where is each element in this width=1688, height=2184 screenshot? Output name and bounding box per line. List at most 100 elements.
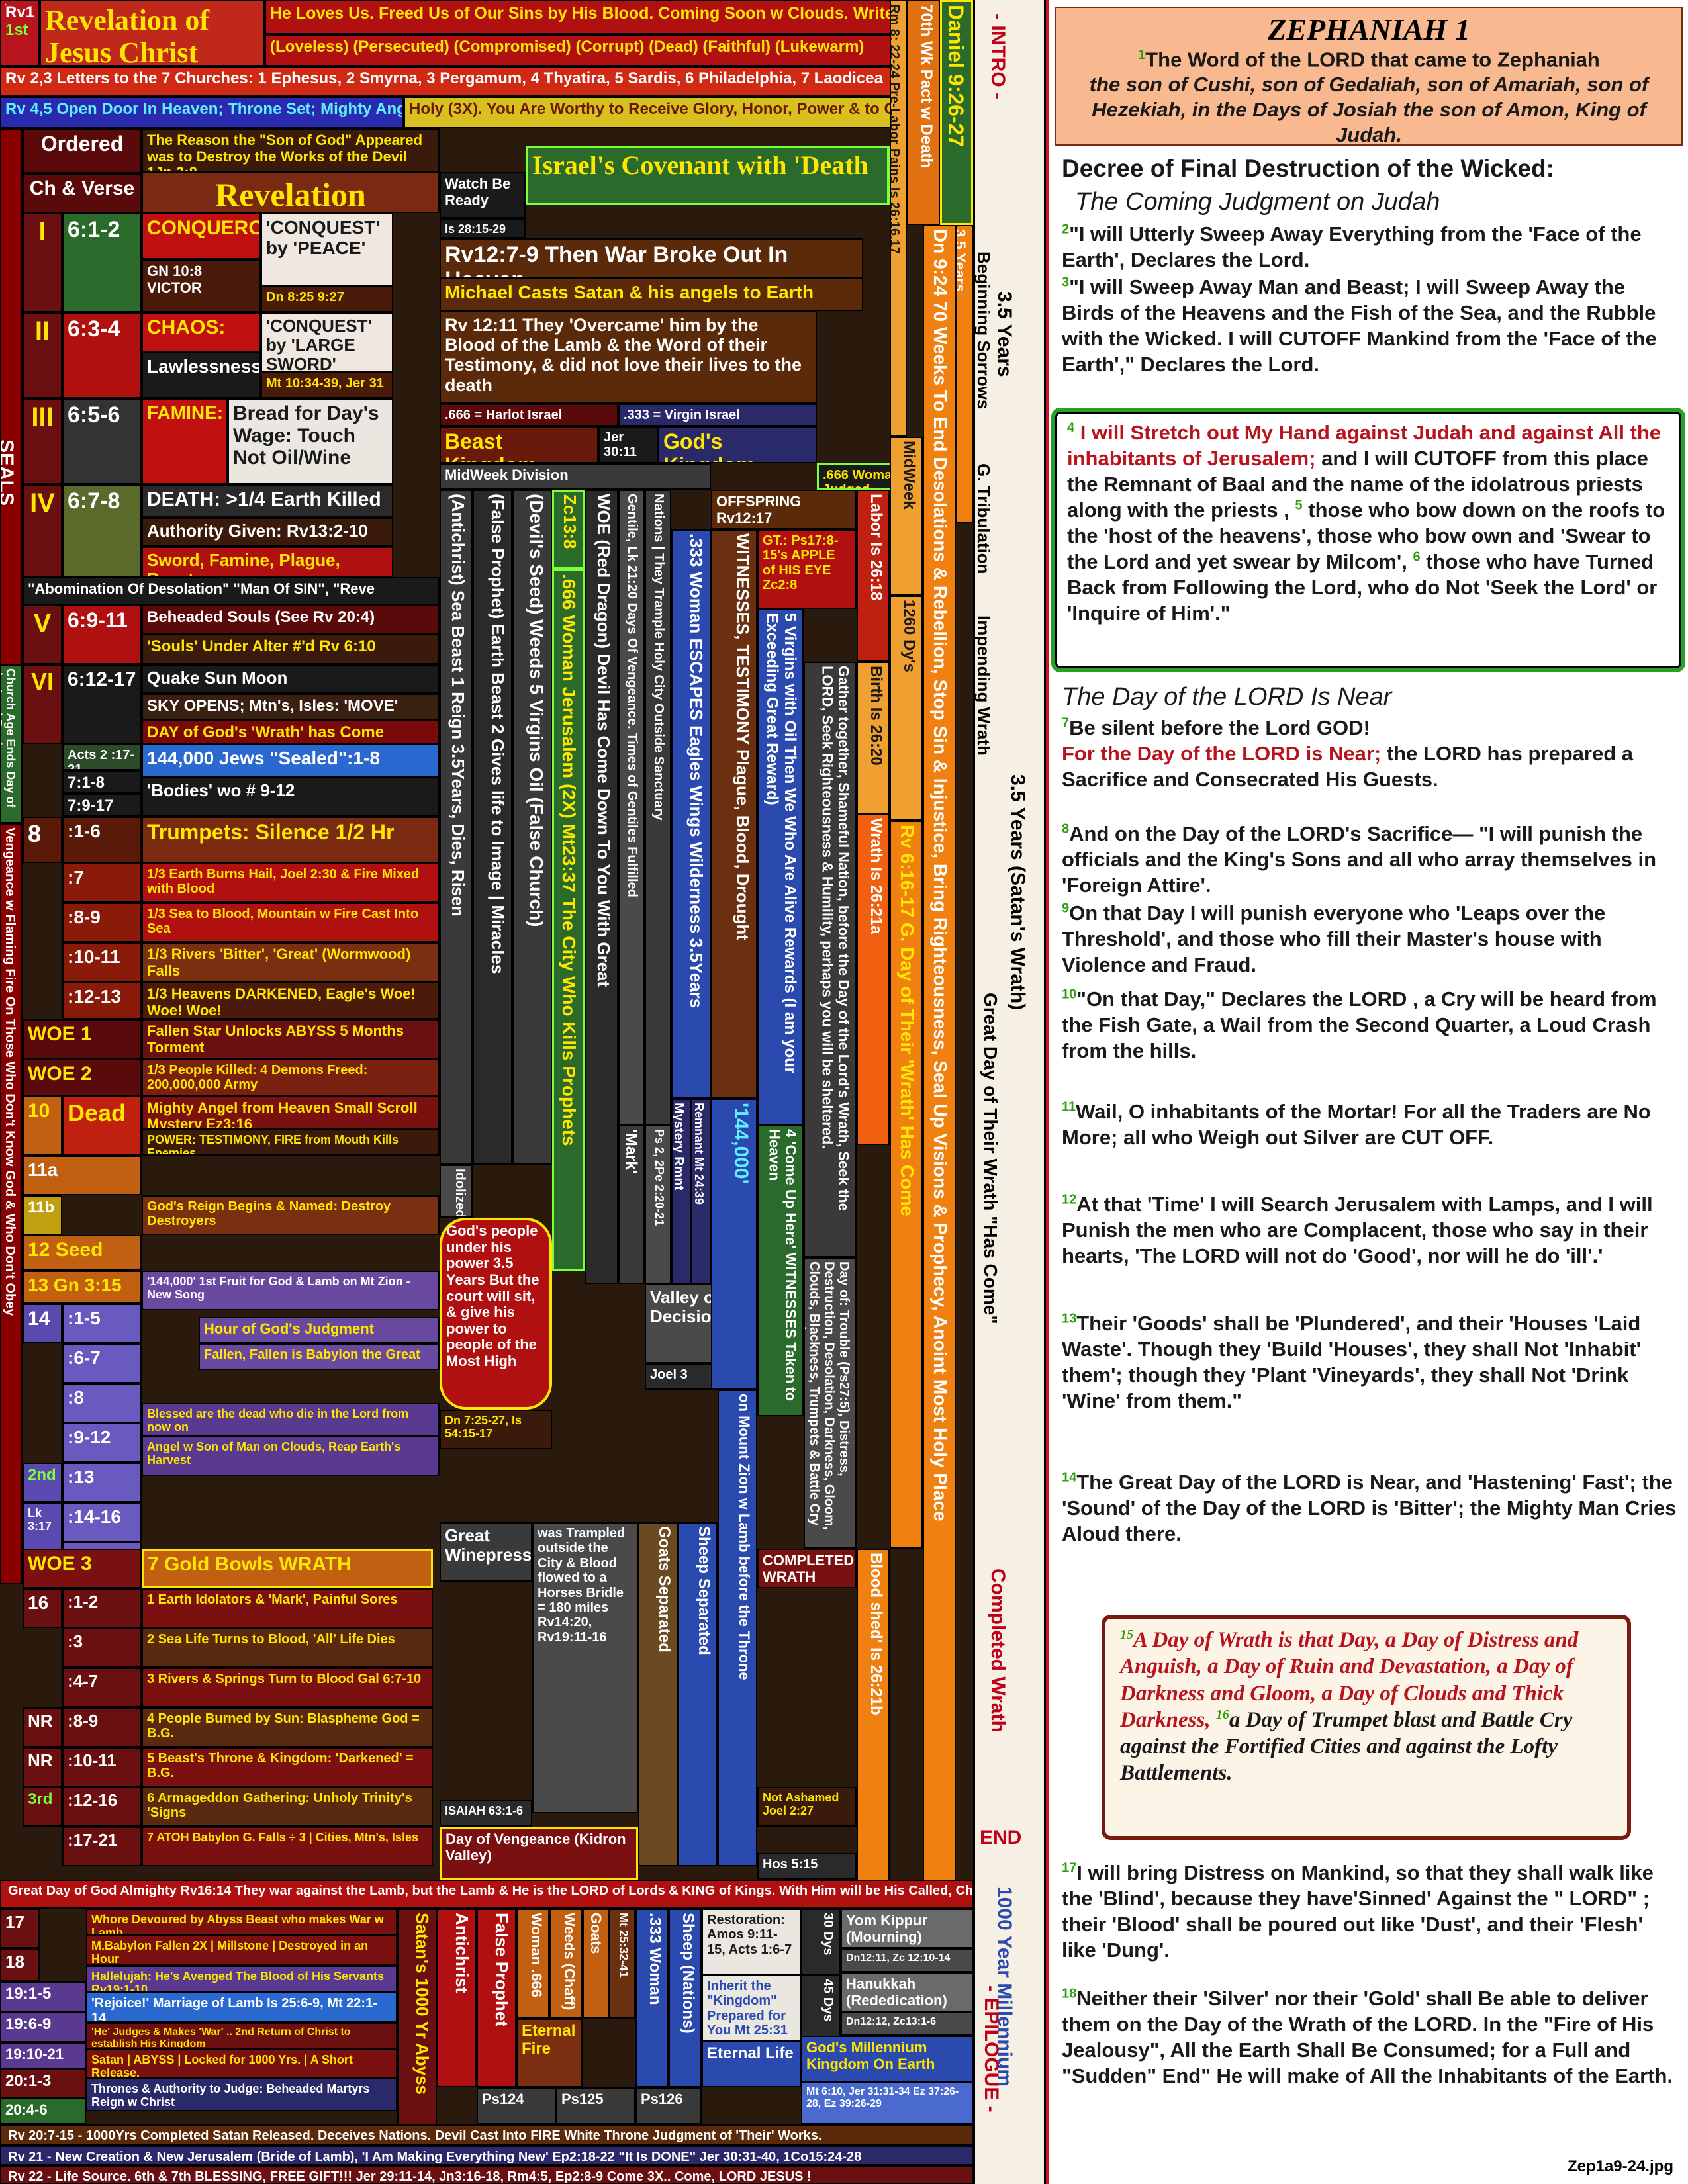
- rv-21: Rv 21 - New Creation & New Jerusalem (Br…: [0, 2146, 973, 2165]
- authority-given: Authority Given: Rv13:2-10: [142, 518, 393, 547]
- day-wrath: DAY of God's 'Wrath' has Come: [142, 720, 440, 744]
- title-box: ZEPHANIAH 1 1The Word of the LORD that c…: [1055, 7, 1683, 146]
- gt-ps17: GT.: Ps17:8-15's APPLE of HIS EYE Zc2:8: [757, 529, 857, 609]
- woman-eagles: .333 Woman ESCAPES Eagles Wings Wilderne…: [671, 529, 711, 1099]
- seal-5-numeral: V: [23, 605, 62, 664]
- ps124: Ps124: [477, 2087, 556, 2124]
- quake-sun: Quake Sun Moon: [142, 664, 440, 694]
- row-10: 10: [23, 1096, 62, 1156]
- satans-1000: Satan's 1000 Yr Abyss: [397, 1909, 437, 2127]
- verse-7: 7Be silent before the Lord GOD! For the …: [1062, 715, 1677, 792]
- whore-devoured: Whore Devoured by Abyss Beast who makes …: [86, 1909, 397, 1935]
- row-20: 20:1-3: [0, 2069, 86, 2098]
- seal-1-numeral: I: [23, 213, 62, 312]
- row-17: 17: [0, 1909, 40, 1948]
- first-fruit: '144,000' 1st Fruit for God & Lamb on Mt…: [142, 1271, 440, 1310]
- b-3: :3: [62, 1628, 142, 1668]
- seal-3-ref: 6:5-6: [62, 398, 142, 484]
- verse-7b-red: For the Day of the LORD is Near;: [1062, 742, 1382, 766]
- verse-number: 2: [1062, 222, 1070, 237]
- rv-22: Rv 22 - Life Source. 6th & 7th BLESSING,…: [0, 2165, 973, 2184]
- labor: Labor Is 26:18: [857, 490, 890, 662]
- seal-1-ref: 6:1-2: [62, 213, 142, 312]
- woman-666: Woman .666: [516, 1909, 549, 2019]
- f-13: :13: [62, 1463, 142, 1502]
- woman-333: .333 Woman: [635, 1909, 669, 2087]
- row-19b: 19:6-9: [0, 2012, 86, 2042]
- vengeance: Vengeance w Flaming Fire On Those Who Do…: [0, 823, 23, 1584]
- church-age: Church Age Ends Day of the Lord Begins: [0, 664, 23, 823]
- eternal-life: Eternal Life: [702, 2041, 801, 2087]
- verse-7b-rest: the LORD has prepared a Sacrifice and Co…: [1062, 742, 1634, 792]
- sword-famine: Sword, Famine, Plague, Beasts: [142, 547, 393, 577]
- file-label: Zep1a9-24.jpg: [1567, 2158, 1673, 2175]
- row-20b: 20:4-6: [0, 2098, 86, 2124]
- virgin-israel: .333 = Virgin Israel: [618, 404, 817, 426]
- rv1-cell: Rv1 1st: [0, 0, 40, 66]
- woe-1: WOE 1: [23, 1019, 142, 1059]
- restoration: Restoration: Amos 9:11-15, Acts 1:6-7: [702, 1909, 801, 1975]
- row-9: I: [0, 0, 8, 5]
- seal-7-917: 7:9-17: [62, 794, 142, 817]
- gather-together: Gather together, Shameful Nation, before…: [804, 662, 857, 1257]
- offspring: OFFSPRING Rv12:17: [711, 490, 857, 529]
- b-1216: :12-16: [62, 1787, 142, 1827]
- verse-number: 6: [1413, 549, 1421, 565]
- f-8: :8: [62, 1383, 142, 1423]
- abomination: "Abomination Of Desolation" "Man Of SIN"…: [23, 577, 440, 605]
- famine: FAMINE:: [142, 398, 228, 484]
- verse-number: 5: [1295, 498, 1303, 513]
- sheep-nations: Sheep (Nations): [669, 1909, 702, 2087]
- verse-number: 13: [1062, 1311, 1077, 1326]
- mt-zion: on Mount Zion w Lamb before the Throne: [718, 1390, 757, 1866]
- blood-shed: Blood shed' Is 26:21b: [857, 1549, 890, 1933]
- dn-1212: Dn12:12, Zc13:1-6: [841, 2012, 973, 2036]
- rm8-col: Rm 8: 22-24 Pre-Labor Pains Is 26:16,17: [890, 0, 907, 437]
- f-1416: :14-16: [62, 1502, 142, 1542]
- row-16: 16: [23, 1588, 62, 1628]
- num-144k: '144,000': [711, 1099, 757, 1390]
- remnant: Remnant Mt 24:39: [691, 1099, 711, 1284]
- intro-label: - INTRO -: [987, 13, 1009, 99]
- winepress-txt: was Trampled outside the City & Blood fl…: [532, 1522, 638, 1813]
- t-16: :1-6: [62, 817, 142, 863]
- timeline-divider: [973, 0, 1046, 2184]
- row-8: 8: [23, 817, 62, 863]
- verse-4-red: I will Stretch out My Hand against Judah…: [1067, 421, 1662, 471]
- beheaded-souls: Beheaded Souls (See Rv 20:4): [142, 605, 440, 634]
- dn-725: Dn 7:25-27, Is 54:15-17: [440, 1410, 552, 1449]
- letters-churches: Rv 2,3 Letters to the 7 Churches: 1 Ephe…: [0, 66, 973, 97]
- f-912: :9-12: [62, 1423, 142, 1463]
- hour-judgment: Hour of God's Judgment: [199, 1317, 440, 1343]
- chaos: CHAOS:: [142, 312, 261, 352]
- bodies-wo: 'Bodies' wo # 9-12: [142, 777, 440, 817]
- verse-11: 11Wail, O inhabitants of the Mortar! For…: [1062, 1099, 1677, 1150]
- row-11b: 11b: [23, 1195, 62, 1235]
- mystery: Mystery Rmnt: [671, 1099, 691, 1284]
- yom-kippur: Yom Kippur (Mourning): [841, 1909, 973, 1948]
- b-47: :4-7: [62, 1668, 142, 1707]
- gods-reign: God's Reign Begins & Named: Destroy Dest…: [142, 1195, 440, 1235]
- bw-4: 4 People Burned by Sun: Blaspheme God = …: [142, 1707, 433, 1747]
- b-1011: :10-11: [62, 1747, 142, 1787]
- seal-7-18: 7:1-8: [62, 770, 142, 794]
- dys-45: 45 Dys: [801, 1975, 841, 2041]
- antichrist: Antichrist: [437, 1909, 477, 2087]
- verse-number: 9: [1062, 901, 1070, 916]
- wrath-is: Wrath Is 26:21a: [857, 814, 890, 1145]
- verse-number: 1: [1138, 48, 1146, 62]
- years-35-label: 3.5 Years: [994, 291, 1015, 377]
- verse-number: 15: [1120, 1627, 1133, 1642]
- bread-wage: Bread for Day's Wage: Touch Not Oil/Wine: [228, 398, 393, 484]
- hallelujah: Hallelujah: He's Avenged The Blood of Hi…: [86, 1966, 397, 1992]
- eternal-fire: Eternal Fire: [516, 2019, 583, 2087]
- yrs-35-col: 3.5 Years: [956, 225, 973, 523]
- birth: Birth Is 26:20: [857, 662, 890, 814]
- not-ashamed: Not Ashamed Joel 2:27: [757, 1787, 857, 1827]
- woman-jerusalem: .666 Woman Jerusalem (2X) Mt23:37 The Ci…: [552, 569, 585, 1271]
- verse-number: 8: [1062, 821, 1070, 837]
- bw-2: 2 Sea Life Turns to Blood, 'All' Life Di…: [142, 1628, 433, 1668]
- blessed-dead: Blessed are the dead who die in the Lord…: [142, 1403, 440, 1436]
- verse-14: 14The Great Day of the LORD is Near, and…: [1062, 1469, 1677, 1547]
- israels-covenant: Israel's Covenant with 'Death: [526, 146, 890, 205]
